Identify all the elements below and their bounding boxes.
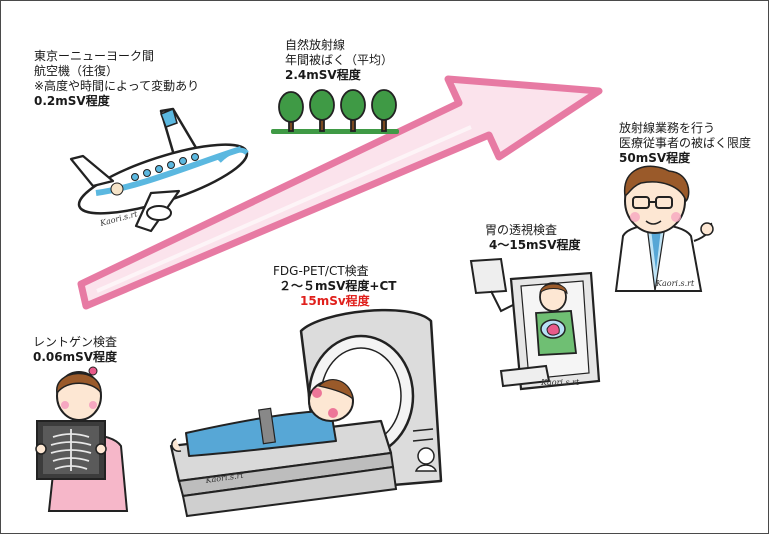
- petct-label: FDG-PET/CT検査 ２〜５mSV程度+CT 15mSv程度: [273, 264, 396, 309]
- stomach-label: 胃の透視検査 4〜15mSV程度: [485, 223, 580, 253]
- xray-nurse-icon: [35, 366, 129, 512]
- airplane-icon: Kaori.s.rt: [69, 107, 249, 233]
- trees-icon: [271, 89, 399, 134]
- stomach-value: 4〜15mSV程度: [489, 238, 581, 252]
- flight-line2: 航空機（往復）: [34, 64, 119, 78]
- xray-line1: レントゲン検査: [33, 335, 118, 349]
- worker-label: 放射線業務を行う 医療従事者の被ばく限度 50mSV程度: [619, 121, 751, 166]
- natural-line1: 自然放射線: [285, 38, 346, 52]
- stomach-line1: 胃の透視検査: [485, 223, 558, 237]
- natural-value: 2.4mSV程度: [285, 68, 361, 82]
- fluoroscopy-signature: Kaori.s.rt: [540, 378, 580, 387]
- flight-value: 0.2mSV程度: [34, 94, 110, 108]
- worker-value: 50mSV程度: [619, 151, 691, 165]
- natural-line2: 年間被ばく（平均）: [285, 53, 394, 67]
- doctor-icon: Kaori.s.rt: [614, 165, 714, 292]
- flight-line1: 東京ーニューヨーク間: [34, 49, 155, 63]
- pet-scanner-icon: Kaori.s.rt: [169, 308, 443, 518]
- petct-value2: 15mSv程度: [300, 294, 370, 308]
- petct-line1: FDG-PET/CT検査: [273, 264, 369, 278]
- worker-line1: 放射線業務を行う: [619, 121, 716, 135]
- flight-line3: ※高度や時間によって変動あり: [34, 79, 200, 93]
- petct-value: ２〜５mSV程度+CT: [279, 279, 397, 293]
- fluoroscopy-icon: Kaori.s.rt: [469, 257, 601, 391]
- xray-label: レントゲン検査 0.06mSV程度: [33, 335, 117, 365]
- rising-arrow-icon: [77, 75, 603, 310]
- natural-label: 自然放射線 年間被ばく（平均） 2.4mSV程度: [285, 38, 393, 83]
- flight-label: 東京ーニューヨーク間 航空機（往復） ※高度や時間によって変動あり 0.2mSV…: [34, 49, 199, 109]
- worker-line2: 医療従事者の被ばく限度: [619, 136, 752, 150]
- xray-value: 0.06mSV程度: [33, 350, 118, 364]
- doctor-signature: Kaori.s.rt: [655, 279, 695, 288]
